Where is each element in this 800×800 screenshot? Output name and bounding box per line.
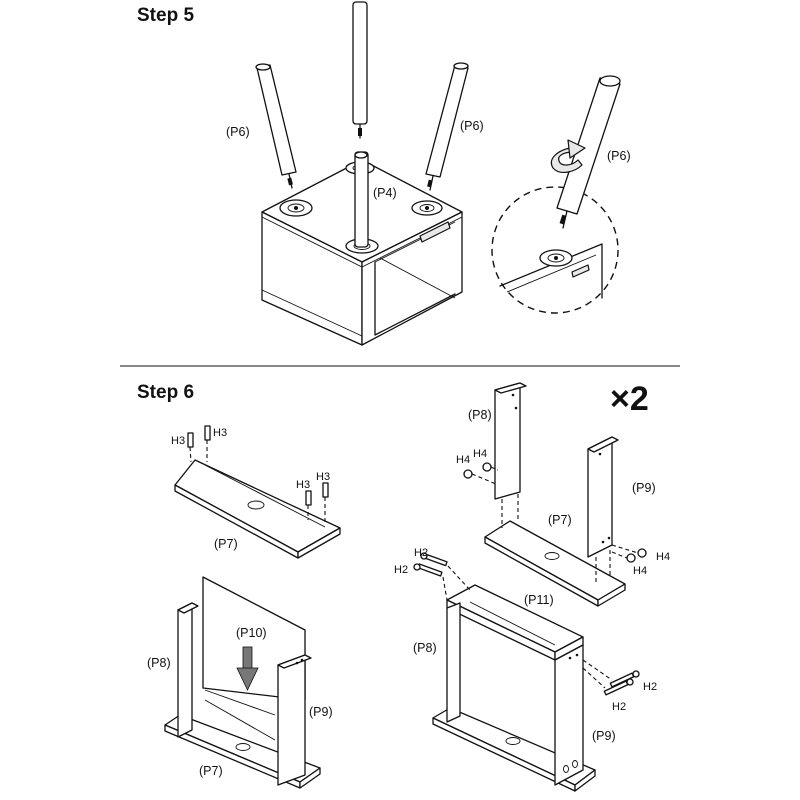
screw-h2-1 [420,552,471,591]
label-p9-b: (P9) [632,481,656,495]
leg-top-center [352,1,368,139]
label-h2-4: H2 [612,701,626,713]
side-p8-d [446,602,461,723]
dowel-h3-4 [322,482,329,522]
frame-with-back-panel: (P10) (P8) (P9) (P7) [147,576,333,789]
rotate-arrow-icon [550,139,586,174]
side-p8 [177,602,193,738]
label-p7-b: (P7) [199,764,223,778]
step-6-title: Step 6 [137,382,194,403]
label-p4: (P4) [373,186,397,200]
cam-lock-h4-2 [482,462,499,472]
down-arrow-icon [236,646,259,691]
step-5-title: Step 5 [137,5,194,26]
multiplier-badge: ×2 [610,380,649,418]
side-p9 [277,654,306,786]
screw-h2-2 [413,563,448,601]
label-p9-c: (P9) [592,729,616,743]
label-h2-1: H2 [414,547,428,559]
label-h4-4: H4 [633,565,647,577]
screw-h2-3 [582,659,640,688]
screw-h2-4 [582,667,634,696]
leg-left [255,63,297,189]
label-p11: (P11) [524,593,554,607]
label-h2-2: H2 [394,564,408,576]
label-p8-b: (P8) [468,408,492,422]
detail-drawer-slide [571,264,590,278]
dowel-h3-2 [204,425,211,462]
label-p7-c: (P7) [548,513,572,527]
label-h2-3: H2 [643,681,657,693]
drawer-slide [419,221,451,243]
label-h4-2: H4 [456,454,470,466]
label-p8-a: (P8) [147,656,171,670]
label-p7-a: (P7) [214,537,238,551]
label-p6-right: (P6) [460,119,484,133]
label-p8-c: (P8) [413,641,437,655]
leg-center-inserted [354,151,369,248]
upright-p8 [494,382,521,500]
label-p9-a: (P9) [309,705,333,719]
label-h4-1: H4 [473,448,487,460]
sides-on-base-cams: H4 H4 H4 H4 (P8) (P7) (P9) [456,382,670,607]
label-h3-4: H3 [316,471,330,483]
base-panel-p7-dowels: H3 H3 H3 H3 (P7) [171,425,341,559]
cam-lock-h4-3 [611,544,647,558]
label-p10: (P10) [236,626,267,640]
leg-right [425,62,469,191]
step-6: Step 6 ×2 H3 H3 H3 H3 (P7) [137,380,670,792]
dowel-h3-3 [305,490,312,520]
dowel-h3-1 [187,432,194,463]
side-p9-d [554,644,584,786]
step-5: Step 5 [137,1,631,346]
label-p6-left: (P6) [226,125,250,139]
leg-plate-right [411,200,443,216]
cam-lock-h4-4 [611,551,636,563]
label-h3-3: H3 [296,479,310,491]
label-h3-2: H3 [213,427,227,439]
cam-lock-h4-1 [463,469,497,485]
cabinet-right-side [361,211,463,346]
leg-plate-left [279,199,313,217]
detail-callout: (P6) [491,75,631,314]
frame-with-top-screws: H2 H2 H2 H2 (P11) (P8) (P9) [394,547,657,792]
label-h3-1: H3 [171,435,185,447]
detail-circle [491,186,619,314]
label-p6-detail: (P6) [607,149,631,163]
label-h4-3: H4 [656,551,670,563]
